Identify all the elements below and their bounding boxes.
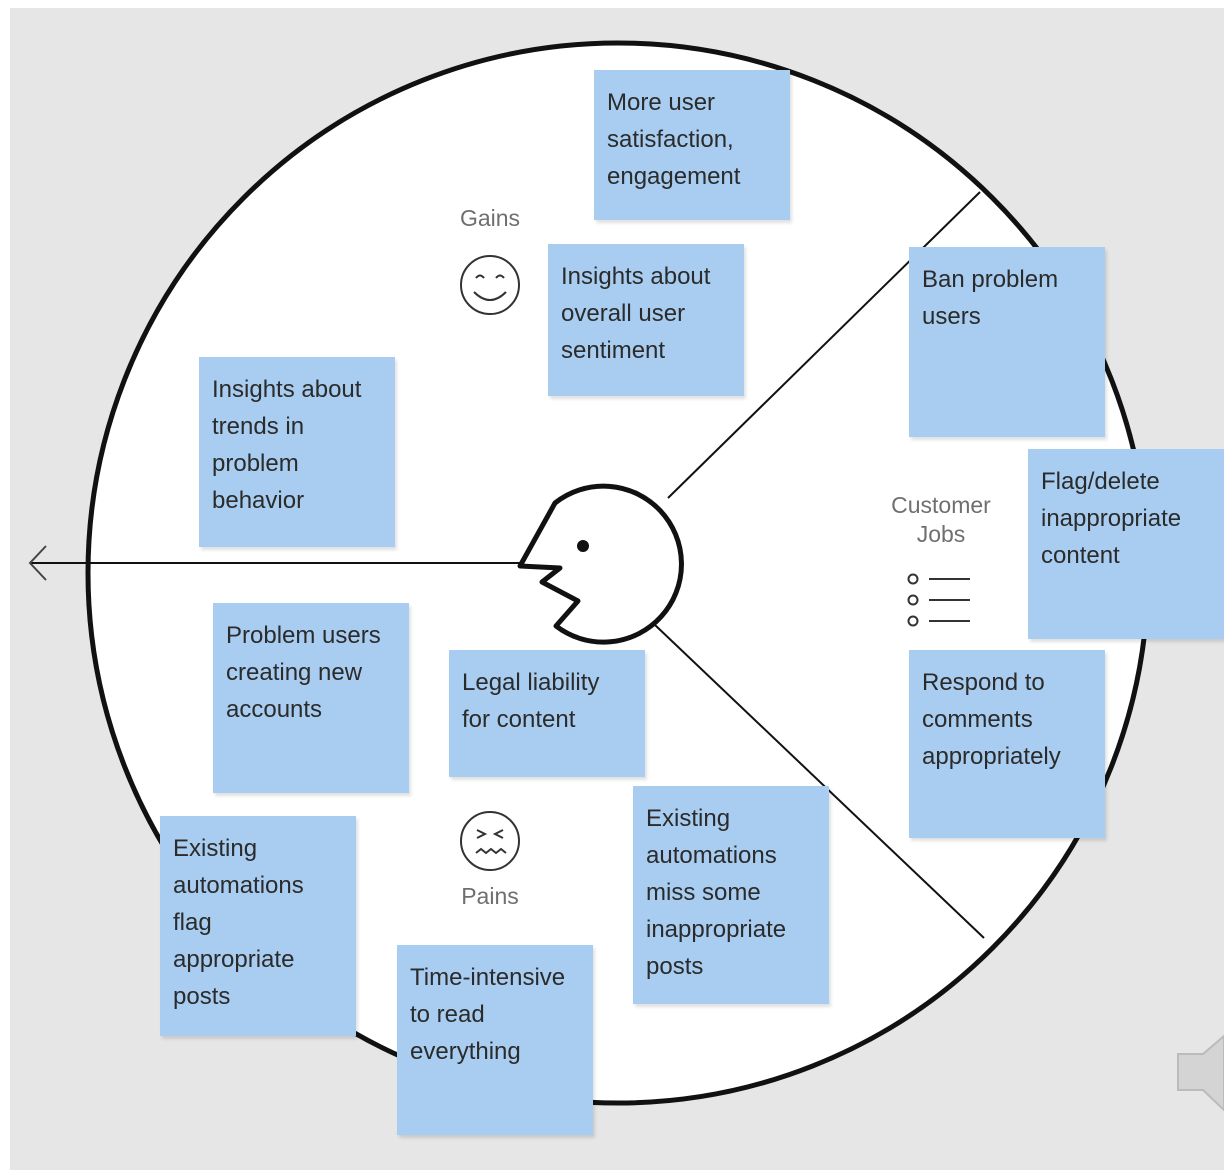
arrow-left-icon [28,545,47,581]
sticky-note-pain[interactable]: Time-intensive to read everything [397,945,593,1135]
speaker-icon [1177,1034,1224,1112]
pains-label: Pains [461,883,519,909]
sticky-note-gain[interactable]: Insights about trends in problem behavio… [199,357,395,547]
sticky-note-job[interactable]: Flag/delete inappropriate content [1028,449,1224,639]
sticky-note-pain[interactable]: Legal liability for content [449,650,645,777]
divider-line-lower [654,624,985,939]
sticky-note-pain[interactable]: Existing automations flag appropriate po… [160,816,356,1036]
sticky-note-pain[interactable]: Problem users creating new accounts [213,603,409,793]
customer-jobs-label: Customer Jobs [891,492,991,547]
customer-eye [577,540,589,552]
sticky-note-job[interactable]: Respond to comments appropriately [909,650,1105,838]
grimace-face-icon [460,811,520,871]
sticky-note-job[interactable]: Ban problem users [909,247,1105,437]
divider-line-upper [667,191,981,499]
customer-profile-head-icon [517,483,684,645]
bulleted-list-icon [907,573,970,627]
smiley-face-icon [460,255,520,315]
sticky-note-gain[interactable]: Insights about overall user sentiment [548,244,744,396]
gains-label: Gains [459,205,521,231]
sticky-note-pain[interactable]: Existing automations miss some inappropr… [633,786,829,1004]
sticky-note-gain[interactable]: More user satisfaction, engagement [594,70,790,220]
